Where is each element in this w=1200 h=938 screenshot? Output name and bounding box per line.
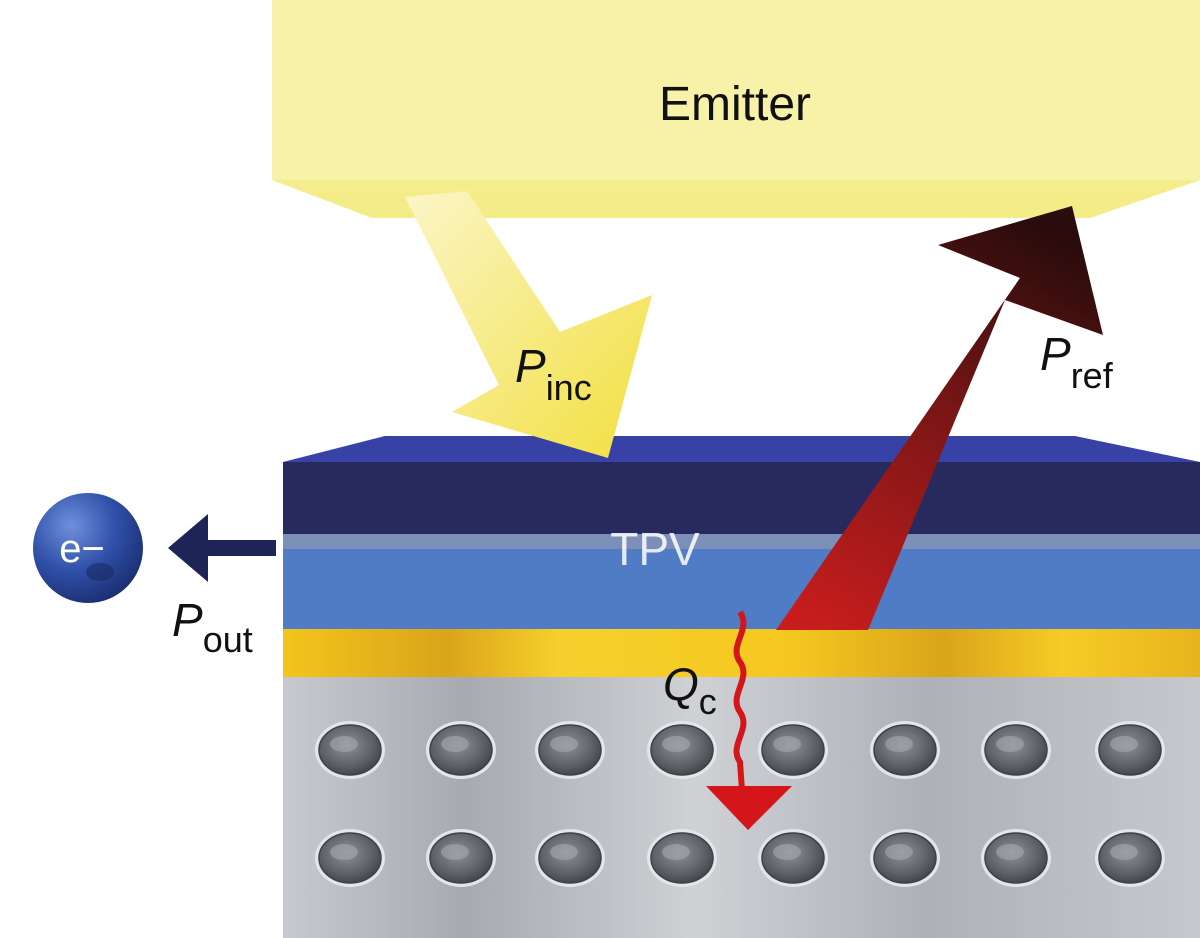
reflected-power-arrow [776,206,1103,630]
electron-ball [33,493,143,603]
substrate-pit [647,829,717,887]
substrate-pit [1095,829,1165,887]
substrate-pits [315,721,1165,887]
heat-arrow [706,610,792,830]
substrate-pit [870,721,940,779]
substrate-pit [315,829,385,887]
incident-power-label: Pinc [515,340,592,408]
substrate-pit [426,829,496,887]
electron-label: e− [59,527,105,571]
substrate-pit [426,721,496,779]
tpv-label: TPV [610,523,700,575]
emitter: Emitter [272,0,1200,218]
substrate-pit [315,721,385,779]
substrate-pit [647,721,717,779]
top-absorber-layer [283,436,1200,534]
reflected-power-label: Pref [1040,328,1114,396]
emitter-label: Emitter [659,78,811,131]
output-power-label: Pout [172,594,253,660]
electron: e− [33,493,143,603]
output-power-arrow [168,514,276,582]
substrate-pit [981,721,1051,779]
heat-label: Qc [663,658,717,722]
substrate-pit [535,829,605,887]
substrate-pit [758,829,828,887]
substrate-pit [535,721,605,779]
incident-power-arrow [405,191,652,458]
substrate-pit [758,721,828,779]
substrate-pit [1095,721,1165,779]
substrate-pit [870,829,940,887]
substrate-pit [981,829,1051,887]
